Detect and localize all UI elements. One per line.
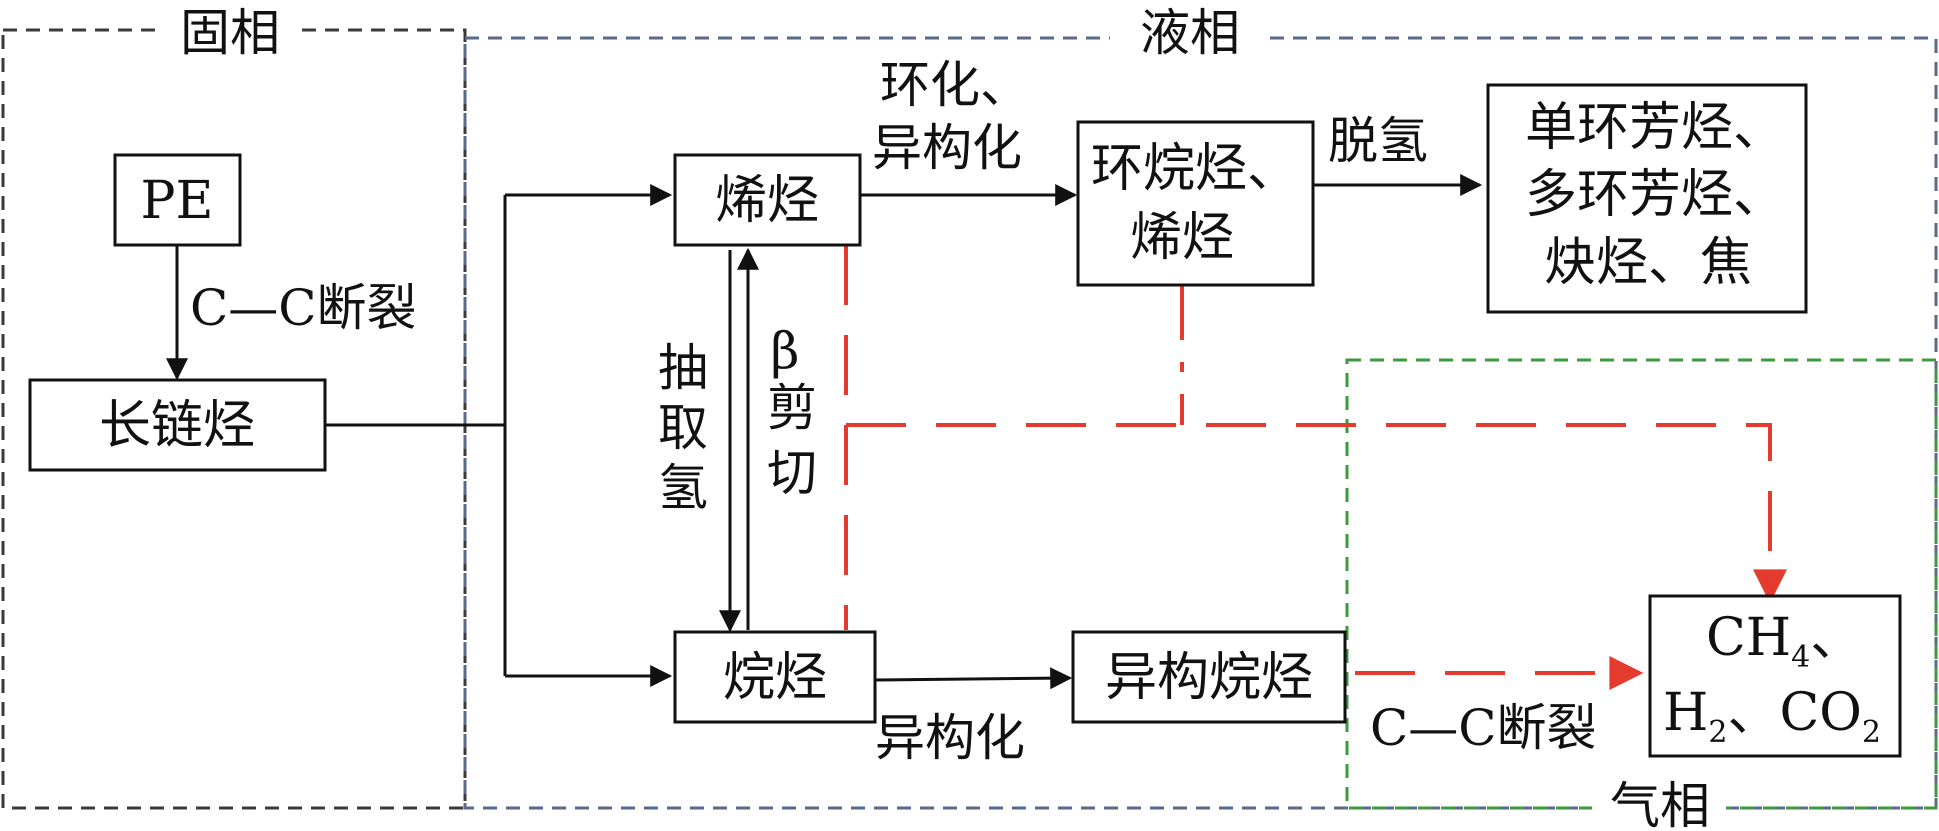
label-h-abstraction-3: 氢: [658, 459, 708, 517]
node-pe-label: PE: [141, 171, 214, 231]
label-dehydrogenation: 脱氢: [1328, 112, 1428, 170]
alkane-to-isoalkane-arrow: [874, 667, 1073, 690]
label-cc-break-bottom: C—C断裂: [1370, 699, 1597, 757]
label-isomerization: 异构化: [875, 709, 1025, 767]
label-beta-scission-2: 剪: [767, 379, 817, 437]
node-aromatics-line-1: 单环芳烃、: [1525, 98, 1785, 158]
label-cc-break-top: C—C断裂: [190, 279, 417, 337]
label-beta-scission-3: 切: [767, 444, 817, 502]
gas-products-line-2: H2、CO2: [1663, 683, 1881, 750]
node-pe: PE: [113, 153, 242, 247]
gas-phase-label-mask: [1592, 778, 1726, 831]
node-aromatics-line-3: 炔烃、焦: [1544, 233, 1752, 293]
gas-products-ch: CH: [1706, 608, 1791, 668]
node-cycloalkane-line-1: 环烷烃、: [1091, 139, 1299, 199]
node-isoalkane: 异构烷烃: [1071, 630, 1347, 724]
gas-products-mid: 、: [1727, 683, 1779, 743]
liquid-phase-label-mask: [1110, 2, 1270, 60]
gas-products-co-sub: 2: [1862, 715, 1881, 750]
label-beta-scission-1: β: [771, 322, 800, 380]
node-long-chain: 长链烃: [28, 378, 327, 472]
node-alkene-label: 烯烃: [715, 171, 819, 231]
node-alkene: 烯烃: [673, 153, 862, 247]
gas-products-h-sub: 2: [1708, 715, 1727, 750]
node-gas-products: CH4、 H2、CO2: [1648, 594, 1902, 758]
gas-phase-label: 气相: [1610, 777, 1710, 831]
node-long-chain-label: 长链烃: [99, 396, 255, 456]
node-cycloalkane-line-2: 烯烃: [1130, 208, 1234, 268]
label-cyclization-line-2: 异构化: [872, 119, 1022, 177]
solid-phase-label: 固相: [180, 4, 280, 62]
node-alkane-label: 烷烃: [723, 648, 827, 708]
gas-products-line-1: CH4、: [1706, 608, 1862, 675]
red-path-to-gas-products: [846, 423, 1787, 604]
node-aromatics-line-2: 多环芳烃、: [1525, 165, 1785, 225]
gas-phase-region: [1345, 358, 1938, 810]
node-aromatics: 单环芳烃、 多环芳烃、 炔烃、焦: [1486, 83, 1808, 314]
solid-phase-label-mask: [160, 2, 300, 58]
gas-products-co: CO: [1779, 683, 1861, 743]
node-cycloalkane: 环烷烃、 烯烃: [1076, 120, 1315, 287]
label-cyclization-line-1: 环化、: [880, 56, 1030, 114]
label-h-abstraction-2: 取: [658, 399, 708, 457]
liquid-phase-label: 液相: [1140, 4, 1240, 62]
gas-products-h: H: [1663, 683, 1708, 743]
node-isoalkane-label: 异构烷烃: [1105, 648, 1313, 708]
node-alkane: 烷烃: [673, 630, 877, 724]
liquid-phase-region: [463, 36, 1938, 810]
gas-products-ch-suffix: 、: [1810, 608, 1862, 668]
gas-products-ch-sub: 4: [1791, 640, 1810, 675]
label-h-abstraction-1: 抽: [658, 339, 708, 397]
